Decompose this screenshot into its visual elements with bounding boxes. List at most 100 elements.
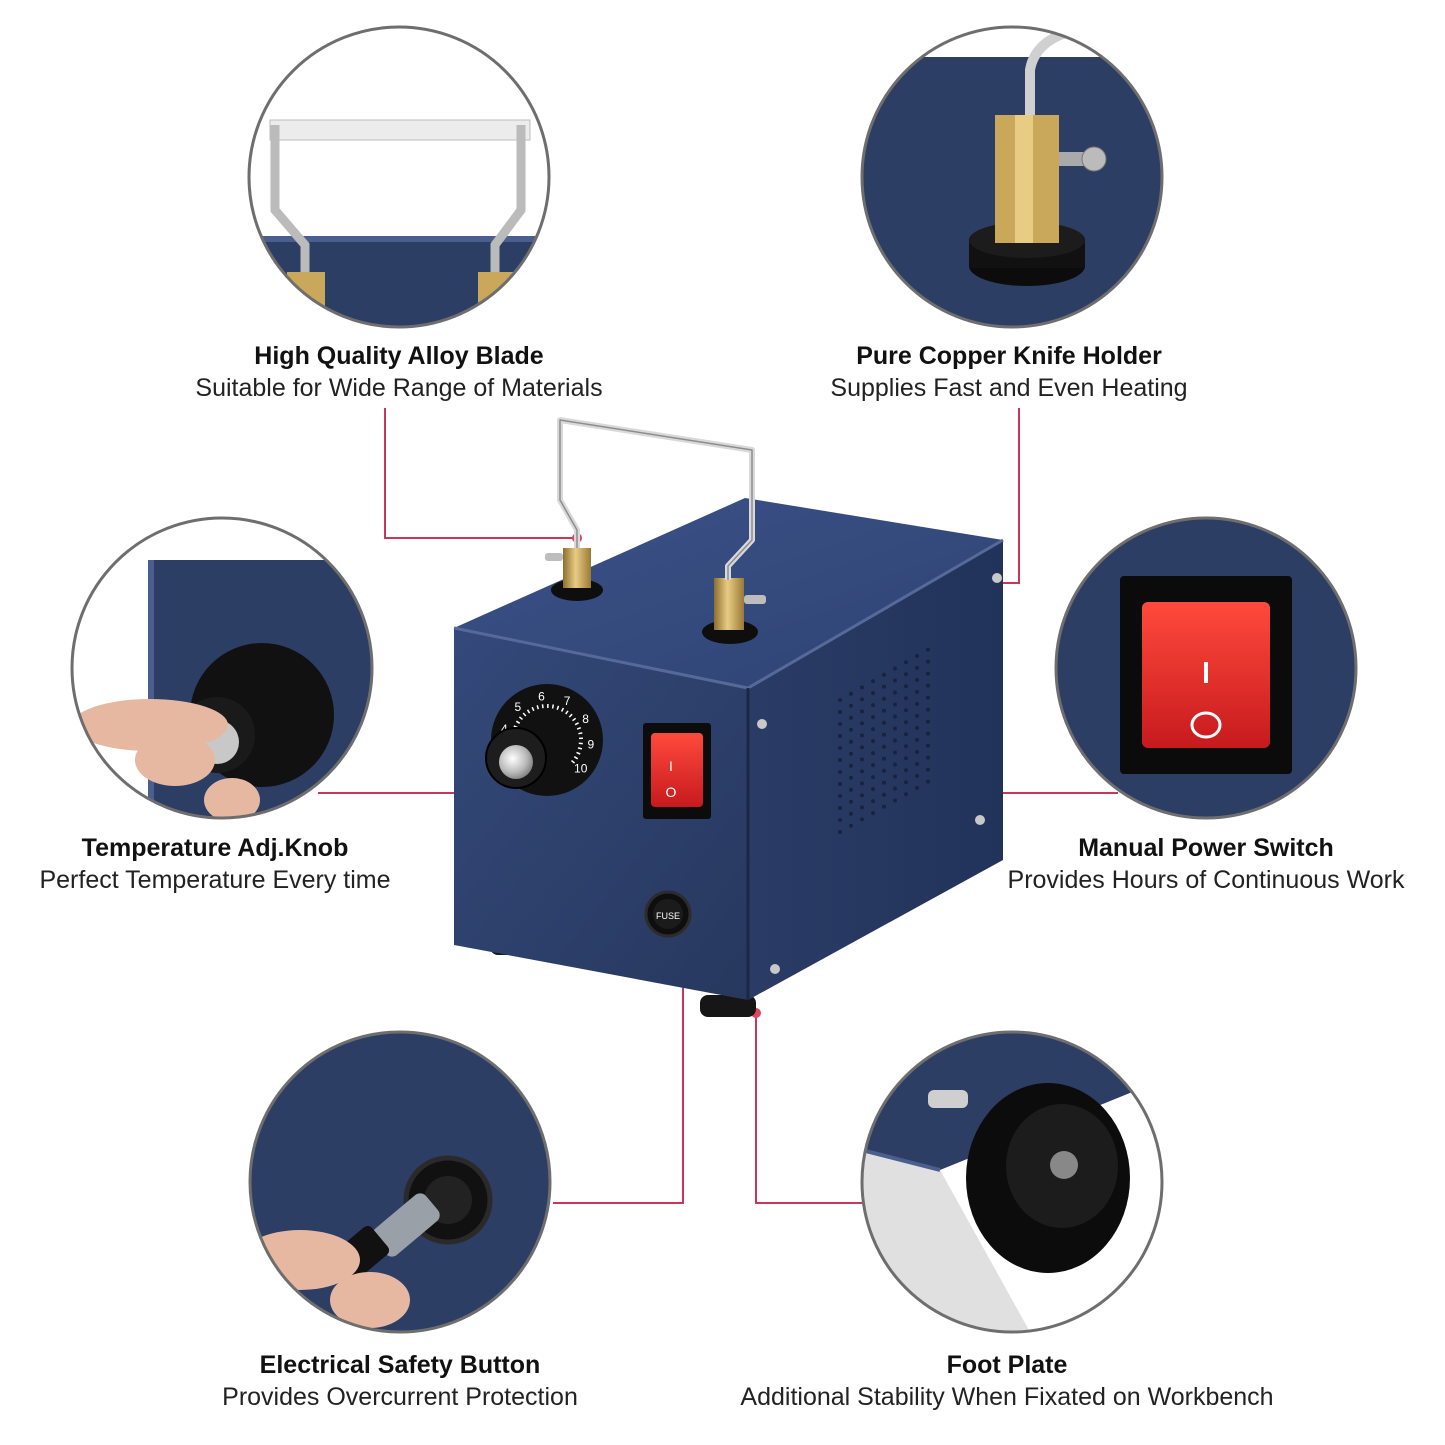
vent-hole	[915, 713, 919, 718]
vent-hole	[904, 708, 908, 713]
dial-tick	[551, 704, 555, 709]
vent-hole	[860, 817, 864, 822]
vent-hole	[882, 732, 886, 737]
dial-tick	[578, 732, 583, 735]
vent-hole	[860, 721, 864, 726]
feature-title: High Quality Alloy Blade	[254, 342, 544, 370]
vent-hole	[871, 679, 875, 684]
dial-number: 8	[582, 712, 589, 726]
vent-hole	[849, 811, 853, 816]
vent-hole	[838, 758, 842, 762]
vent-hole	[893, 738, 897, 743]
vent-hole	[915, 653, 919, 658]
vent-hole	[860, 781, 864, 786]
vent-hole	[904, 792, 908, 797]
caption-electrical-safety: Electrical Safety Button Provides Overcu…	[180, 1349, 620, 1413]
caption-alloy-blade: High Quality Alloy Blade Suitable for Wi…	[149, 340, 649, 404]
temperature-dial[interactable]: 345678910	[485, 684, 603, 796]
vent-hole	[882, 696, 886, 701]
vent-hole	[904, 672, 908, 677]
vent-hole	[915, 737, 919, 742]
vent-hole	[838, 818, 842, 822]
vent-hole	[860, 745, 864, 750]
vent-hole	[871, 763, 875, 768]
vent-hole	[904, 780, 908, 785]
ventilation-grille	[838, 647, 930, 834]
vent-hole	[882, 768, 886, 773]
caption-temperature-knob: Temperature Adj.Knob Perfect Temperature…	[10, 832, 420, 896]
vent-hole	[838, 710, 842, 714]
knife-holder-right	[702, 578, 766, 644]
caption-foot-plate: Foot Plate Additional Stability When Fix…	[687, 1349, 1327, 1413]
vent-hole	[926, 695, 930, 700]
foot-front-right	[700, 995, 756, 1017]
vent-hole	[882, 708, 886, 713]
vent-hole	[915, 701, 919, 706]
feature-subtitle: Suitable for Wide Range of Materials	[195, 374, 603, 402]
fuse-holder[interactable]: FUSE	[644, 890, 692, 938]
vent-hole	[860, 733, 864, 738]
vent-hole	[915, 677, 919, 682]
vent-hole	[893, 666, 897, 671]
feature-title: Temperature Adj.Knob	[81, 834, 349, 862]
vent-hole	[849, 823, 853, 828]
vent-hole	[893, 690, 897, 695]
vent-hole	[882, 804, 886, 809]
dial-number: 5	[515, 700, 522, 714]
dial-tick	[572, 717, 577, 722]
vent-hole	[882, 720, 886, 725]
vent-hole	[893, 750, 897, 755]
feature-title: Electrical Safety Button	[259, 1351, 541, 1379]
feature-subtitle: Supplies Fast and Even Heating	[830, 374, 1188, 402]
vent-hole	[904, 684, 908, 689]
vent-hole	[882, 684, 886, 689]
vent-hole	[893, 678, 897, 683]
vent-hole	[915, 773, 919, 778]
vent-hole	[849, 751, 853, 756]
vent-hole	[860, 793, 864, 798]
vent-hole	[926, 779, 930, 784]
callout-line-foot	[755, 1013, 862, 1204]
dial-tick	[573, 756, 579, 760]
vent-hole	[860, 697, 864, 702]
vent-hole	[860, 769, 864, 774]
vent-hole	[871, 691, 875, 696]
vent-hole	[871, 715, 875, 720]
vent-hole	[915, 761, 919, 766]
dial-tick	[518, 716, 523, 720]
vent-hole	[838, 698, 842, 702]
vent-hole	[871, 811, 875, 816]
vent-hole	[926, 719, 930, 724]
vent-hole	[860, 757, 864, 762]
vent-hole	[871, 787, 875, 792]
detail-power-switch	[1054, 516, 1358, 820]
vent-hole	[882, 792, 886, 797]
dial-tick	[571, 760, 576, 764]
detail-temperature-knob	[70, 516, 374, 820]
vent-hole	[904, 696, 908, 701]
dial-tick	[560, 707, 565, 712]
vent-hole	[849, 799, 853, 804]
vent-hole	[915, 689, 919, 694]
vent-hole	[904, 768, 908, 773]
dial-tick	[556, 705, 560, 710]
vent-hole	[838, 770, 842, 774]
power-switch[interactable]: I O	[643, 723, 711, 819]
vent-hole	[915, 665, 919, 670]
vent-hole	[860, 685, 864, 690]
vent-hole	[904, 720, 908, 725]
switch-off-mark: O	[666, 784, 677, 800]
vent-hole	[926, 707, 930, 712]
vent-hole	[871, 799, 875, 804]
dial-tick	[576, 751, 581, 755]
dial-number: 4	[501, 722, 508, 736]
vent-hole	[893, 726, 897, 731]
vent-hole	[926, 755, 930, 760]
feature-subtitle: Provides Hours of Continuous Work	[1007, 866, 1405, 894]
knife-holder-left	[545, 548, 603, 601]
vent-hole	[926, 647, 930, 652]
vent-hole	[860, 805, 864, 810]
dial-tick	[574, 722, 579, 726]
